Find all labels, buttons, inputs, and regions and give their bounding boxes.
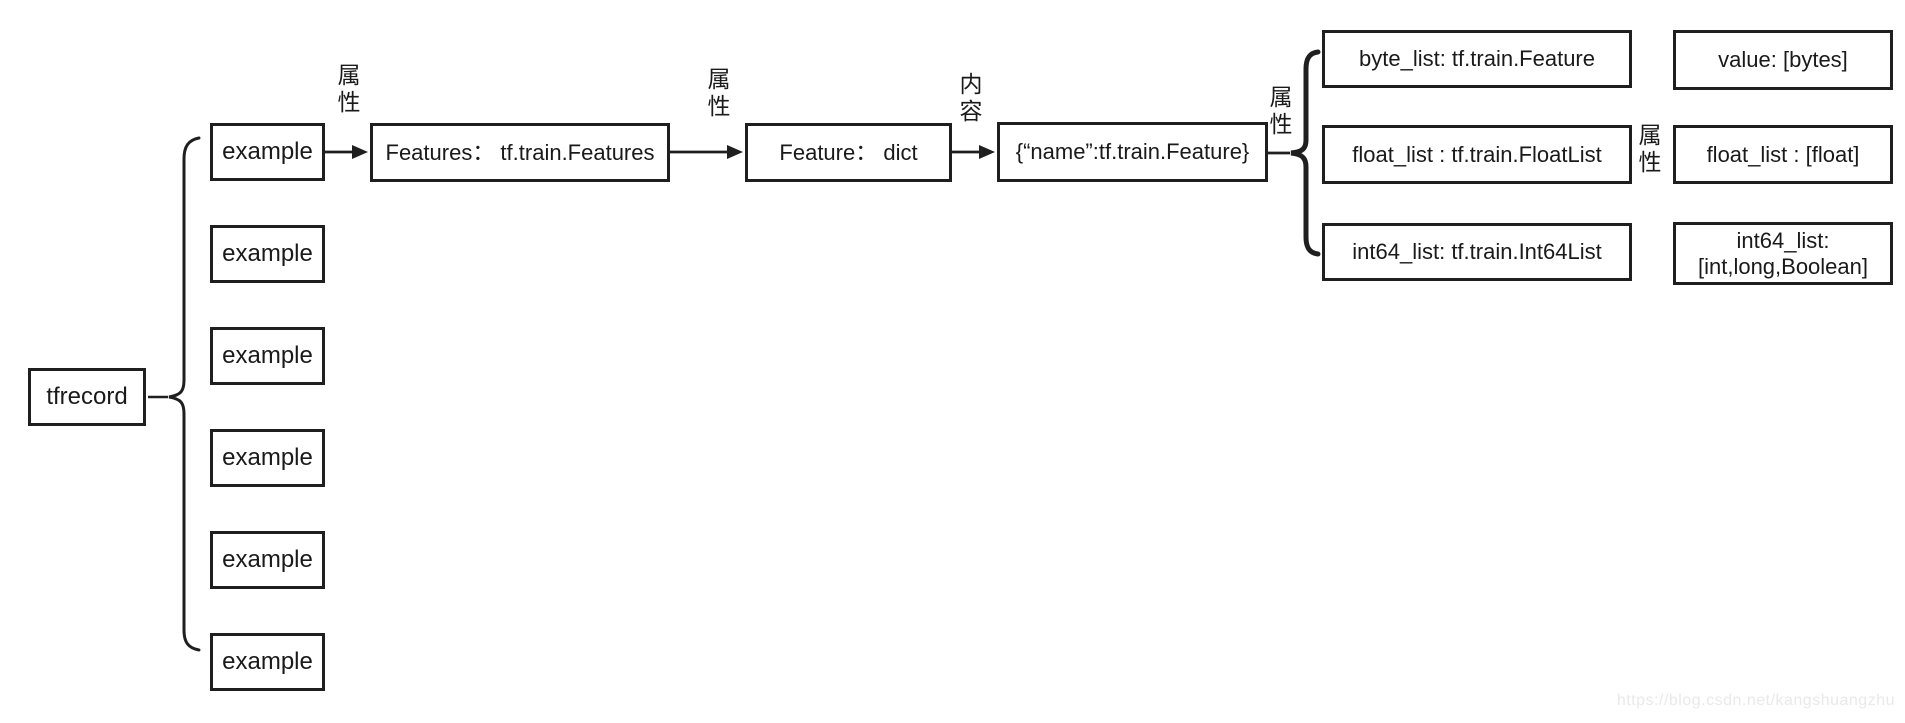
example-node: example	[210, 633, 325, 691]
example-node: example	[210, 429, 325, 487]
examples-brace	[168, 136, 201, 652]
arrowhead-example-features	[352, 145, 368, 159]
int64-list-node: int64_list: tf.train.Int64List	[1322, 223, 1632, 281]
value-bytes-node: value: [bytes]	[1673, 30, 1893, 90]
edge-label-attribute-1: 属 性	[337, 62, 361, 115]
arrowhead-features-feature	[727, 145, 743, 159]
edge-label-attribute-2: 属 性	[707, 66, 731, 119]
watermark-text: https://blog.csdn.net/kangshuangzhu	[1616, 692, 1895, 709]
edge-label-attribute-3: 属 性	[1269, 84, 1293, 137]
int64-value-node: int64_list: [int,long,Boolean]	[1673, 222, 1893, 285]
example-node: example	[210, 123, 325, 181]
example-node: example	[210, 225, 325, 283]
example-node: example	[210, 531, 325, 589]
features-node: Features： tf.train.Features	[370, 123, 670, 182]
tfrecord-node: tfrecord	[28, 368, 146, 426]
feature-dict-node: Feature： dict	[745, 123, 952, 182]
edge-label-content: 内 容	[959, 71, 983, 124]
name-feature-node: {“name”:tf.train.Feature}	[997, 122, 1268, 182]
arrowhead-feature-name	[979, 145, 995, 159]
feature-types-brace	[1290, 49, 1321, 257]
float-list-node: float_list : tf.train.FloatList	[1322, 125, 1632, 184]
float-value-node: float_list : [float]	[1673, 125, 1893, 184]
edge-label-attribute-4: 属 性	[1638, 122, 1662, 175]
example-node: example	[210, 327, 325, 385]
byte-list-node: byte_list: tf.train.Feature	[1322, 30, 1632, 88]
